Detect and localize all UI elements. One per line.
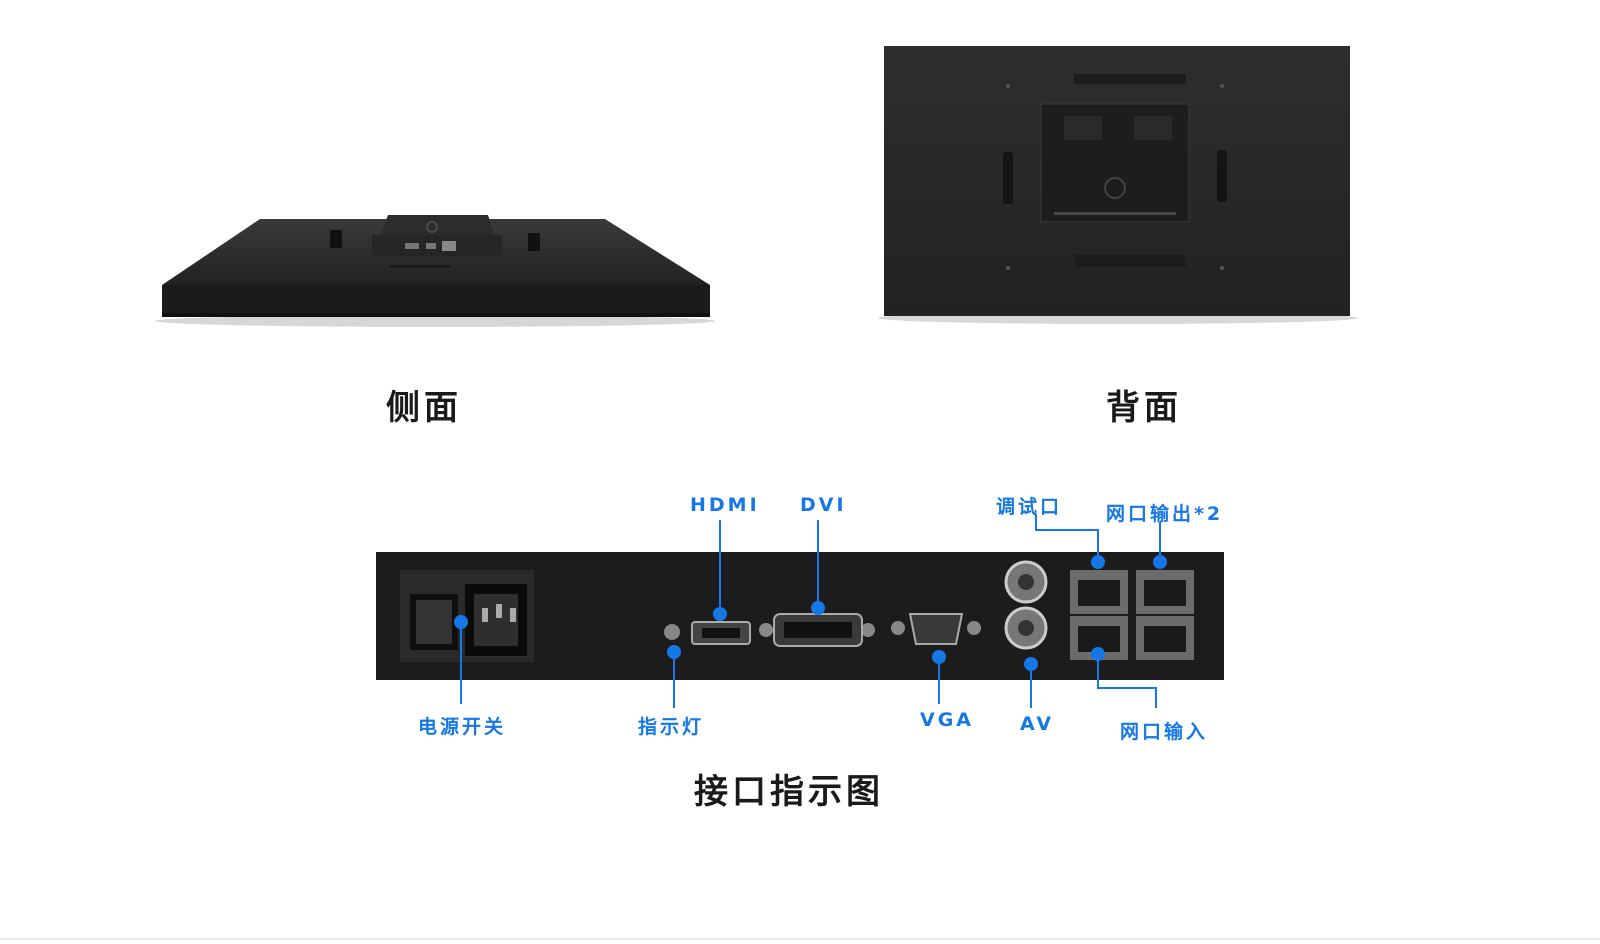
power-socket-icon bbox=[400, 570, 534, 662]
bottom-divider bbox=[0, 938, 1600, 940]
label-network-output: 网口输出*2 bbox=[1106, 503, 1224, 525]
indicator-led-icon bbox=[664, 624, 680, 640]
side-view-caption: 侧面 bbox=[386, 388, 462, 428]
av-bnc-port-icon bbox=[1004, 560, 1048, 650]
label-indicator-light: 指示灯 bbox=[638, 716, 705, 738]
label-av: AV bbox=[1020, 713, 1055, 735]
back-view-caption: 背面 bbox=[1106, 388, 1182, 428]
dvi-port-icon bbox=[759, 613, 875, 647]
label-network-input: 网口输入 bbox=[1120, 721, 1209, 743]
interface-caption: 接口指示图 bbox=[694, 772, 884, 812]
side-view-image bbox=[155, 215, 715, 327]
vga-port-icon bbox=[891, 613, 981, 645]
label-hdmi: HDMI bbox=[690, 494, 760, 516]
back-view-image bbox=[878, 46, 1358, 324]
hdmi-port-icon bbox=[691, 621, 751, 645]
label-vga: VGA bbox=[920, 709, 975, 731]
label-power-switch: 电源开关 bbox=[418, 716, 507, 738]
label-dvi: DVI bbox=[800, 494, 847, 516]
label-debug-port: 调试口 bbox=[996, 496, 1063, 518]
interface-panel bbox=[376, 552, 1224, 680]
